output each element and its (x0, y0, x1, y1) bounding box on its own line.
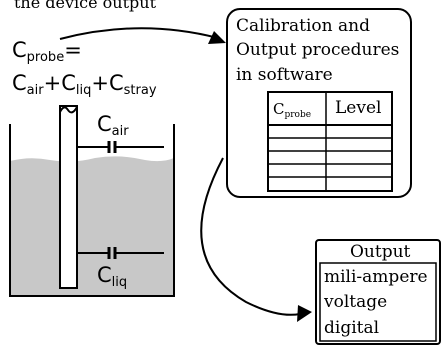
formula-line-1: Cprobe= (12, 38, 82, 65)
probe-rod (59, 105, 78, 289)
output-box: Output mili-ampere voltage digital (315, 239, 441, 345)
output-item-voltage: voltage (323, 292, 387, 312)
arrowhead-to-software (208, 31, 226, 44)
cap-air-label: Cair (97, 112, 129, 139)
table-frame (267, 91, 393, 192)
top-caption: the device output (14, 0, 157, 12)
software-line-1: Calibration and (236, 16, 370, 36)
output-item-mili-ampere: mili-ampere (324, 267, 428, 287)
arrow-to-software (59, 27, 219, 40)
software-line-2: Output procedures (236, 40, 399, 60)
tank-wall (9, 124, 175, 297)
output-item-digital: digital (324, 318, 379, 338)
cap-liq-label: Cliq (97, 263, 127, 290)
probe-level-table: Cprobe Level (267, 91, 393, 192)
probe-top-break (59, 106, 78, 114)
formula-line-2: Cair+Cliq+Cstray (12, 71, 157, 98)
software-line-3: in software (236, 65, 333, 85)
software-box: Calibration and Output procedures in sof… (226, 8, 412, 198)
arrowhead-to-output (297, 305, 312, 322)
table-header-probe: Cprobe (273, 100, 311, 120)
arrow-to-output (200, 157, 301, 316)
table-header-level: Level (335, 98, 381, 118)
output-list-frame (319, 262, 437, 342)
capacitance-formula: Cprobe= Cair+Cliq+Cstray (12, 38, 157, 98)
output-title: Output (350, 242, 411, 262)
liquid-fill (10, 156, 174, 296)
liquid-tank: Cair Cliq (9, 105, 175, 297)
